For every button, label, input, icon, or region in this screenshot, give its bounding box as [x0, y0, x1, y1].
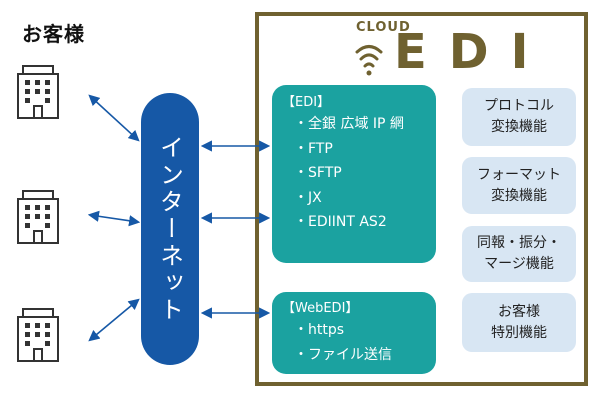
- feature-line: 変換機能: [491, 119, 547, 135]
- arrow-building3-internet: [88, 298, 140, 342]
- feature-format-conversion: フォーマット変換機能: [462, 157, 576, 214]
- internet-pill: [141, 93, 199, 365]
- feature-line: お客様: [498, 303, 540, 320]
- edi-protocol-item: ・EDIINT AS2: [294, 214, 387, 230]
- edi-protocol-item: ・全銀 広域 IP 網: [294, 116, 404, 132]
- customers-title: お客様: [22, 22, 85, 46]
- feature-broadcast-merge: 同報・振分・マージ機能: [462, 226, 576, 282]
- edi-box-heading: 【EDI】: [282, 95, 331, 110]
- wifi-icon: [355, 45, 383, 76]
- edi-protocol-item: ・FTP: [294, 140, 333, 157]
- edi-logo: EDI: [394, 24, 551, 80]
- webedi-box: 【WebEDI】 ・https ・ファイル送信: [272, 292, 436, 374]
- edi-protocol-item: ・JX: [294, 189, 322, 206]
- internet-label: インターネット: [155, 134, 184, 324]
- arrow-building1-internet: [88, 94, 140, 142]
- feature-protocol-conversion: プロトコル変換機能: [462, 88, 576, 146]
- feature-line: フォーマット: [477, 166, 561, 183]
- feature-line: 同報・振分・: [477, 235, 561, 251]
- building-icon: [17, 190, 59, 244]
- feature-line: マージ機能: [484, 256, 554, 272]
- edi-protocols-box: 【EDI】 ・全銀 広域 IP 網 ・FTP ・SFTP ・JX ・EDIINT…: [272, 85, 436, 263]
- feature-line: 変換機能: [491, 187, 547, 204]
- webedi-item: ・https: [294, 322, 345, 338]
- feature-line: プロトコル: [484, 98, 554, 114]
- cloud-edi-frame: [255, 12, 588, 386]
- feature-custom-functions: お客様特別機能: [462, 293, 576, 352]
- arrow-building2-internet: [87, 210, 141, 227]
- edi-protocol-item: ・SFTP: [294, 165, 342, 181]
- webedi-box-heading: 【WebEDI】: [282, 301, 359, 316]
- building-icon: [17, 308, 59, 362]
- feature-line: 特別機能: [491, 324, 547, 341]
- cloud-text: CLOUD: [356, 20, 411, 35]
- building-icon: [17, 65, 59, 119]
- webedi-item: ・ファイル送信: [294, 347, 392, 363]
